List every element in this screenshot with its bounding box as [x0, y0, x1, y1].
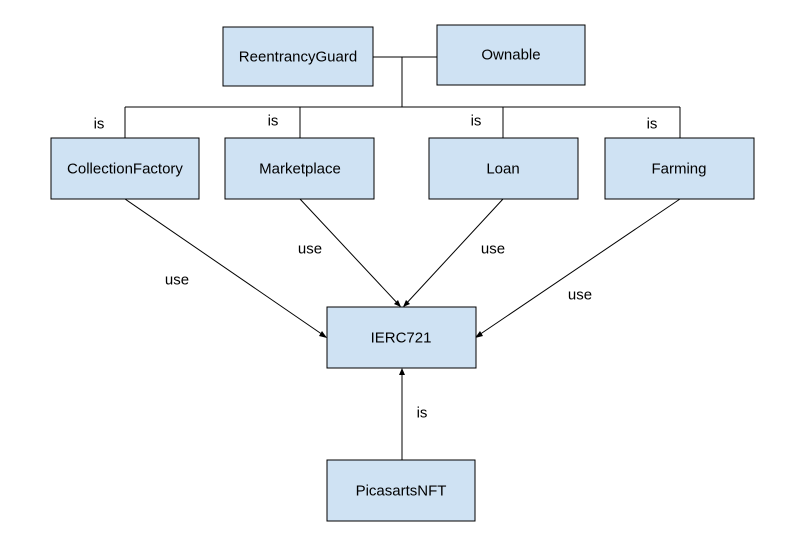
- arrowhead-collection-factory: [319, 331, 327, 338]
- arrowhead-farming: [475, 331, 483, 338]
- node-label: PicasartsNFT: [356, 483, 447, 500]
- arrowhead-loan: [403, 300, 410, 307]
- node-loan: Loan: [428, 137, 579, 200]
- node-ierc721: IERC721: [326, 306, 477, 369]
- edge-label-is-farming: is: [647, 116, 658, 133]
- node-ownable: Ownable: [436, 24, 586, 86]
- edge-label-is-marketplace: is: [268, 113, 279, 130]
- use-arrows: [124, 198, 681, 460]
- node-label: Loan: [486, 161, 519, 178]
- edge-label-use-loan: use: [481, 241, 505, 258]
- node-label: ReentrancyGuard: [239, 49, 357, 66]
- use-arrow-collection-factory: [124, 198, 327, 338]
- edge-label-use-marketplace: use: [298, 241, 322, 258]
- edge-label-is-collection-factory: is: [94, 116, 105, 133]
- node-picasarts-nft: PicasartsNFT: [326, 459, 476, 522]
- edge-label-is-loan: is: [471, 113, 482, 130]
- node-label: Marketplace: [259, 161, 341, 178]
- node-farming: Farming: [604, 137, 755, 200]
- use-arrow-marketplace: [299, 198, 401, 307]
- use-arrow-loan: [403, 198, 504, 307]
- node-label: IERC721: [371, 330, 432, 347]
- edge-label-is-picasarts-nft: is: [417, 405, 428, 422]
- edge-label-use-farming: use: [568, 287, 592, 304]
- node-label: CollectionFactory: [67, 161, 183, 178]
- arrowhead-marketplace: [394, 300, 401, 307]
- use-arrow-farming: [475, 198, 681, 338]
- node-label: Farming: [651, 161, 706, 178]
- arrowhead-picasarts-nft: [399, 368, 405, 375]
- inheritance-connector: [124, 56, 681, 138]
- edge-label-use-collection-factory: use: [165, 272, 189, 289]
- node-marketplace: Marketplace: [224, 137, 375, 200]
- node-label: Ownable: [481, 47, 540, 64]
- node-reentrancy-guard: ReentrancyGuard: [222, 26, 374, 87]
- node-collection-factory: CollectionFactory: [50, 137, 200, 200]
